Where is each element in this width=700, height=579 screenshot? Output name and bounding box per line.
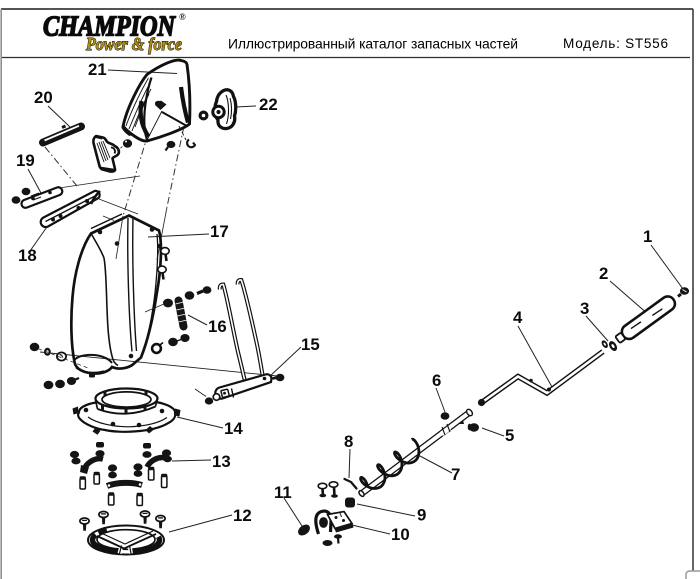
svg-text:9: 9	[417, 506, 426, 525]
svg-text:16: 16	[208, 317, 227, 336]
svg-text:Модель: ST556: Модель: ST556	[563, 36, 668, 51]
svg-text:3: 3	[580, 299, 589, 318]
svg-text:7: 7	[451, 465, 460, 484]
svg-text:CHAMPION: CHAMPION	[43, 11, 176, 43]
svg-text:14: 14	[224, 419, 243, 438]
svg-text:11: 11	[274, 483, 292, 502]
svg-text:Power & force: Power & force	[85, 34, 182, 54]
svg-text:15: 15	[301, 335, 320, 354]
svg-text:20: 20	[34, 88, 53, 107]
svg-text:13: 13	[212, 452, 231, 471]
svg-text:2: 2	[599, 264, 608, 283]
svg-text:6: 6	[432, 371, 441, 390]
svg-text:17: 17	[210, 222, 229, 241]
svg-text:12: 12	[233, 506, 252, 525]
svg-text:Иллюстрированный каталог запас: Иллюстрированный каталог запасных частей	[228, 36, 518, 52]
svg-text:1: 1	[643, 227, 652, 246]
svg-text:10: 10	[391, 525, 410, 544]
svg-text:8: 8	[344, 432, 353, 451]
svg-text:19: 19	[16, 151, 35, 170]
svg-text:21: 21	[88, 60, 107, 79]
svg-text:22: 22	[259, 95, 278, 114]
svg-text:®: ®	[179, 12, 186, 22]
svg-text:4: 4	[513, 308, 523, 327]
svg-text:18: 18	[18, 246, 37, 265]
svg-text:5: 5	[505, 426, 514, 445]
